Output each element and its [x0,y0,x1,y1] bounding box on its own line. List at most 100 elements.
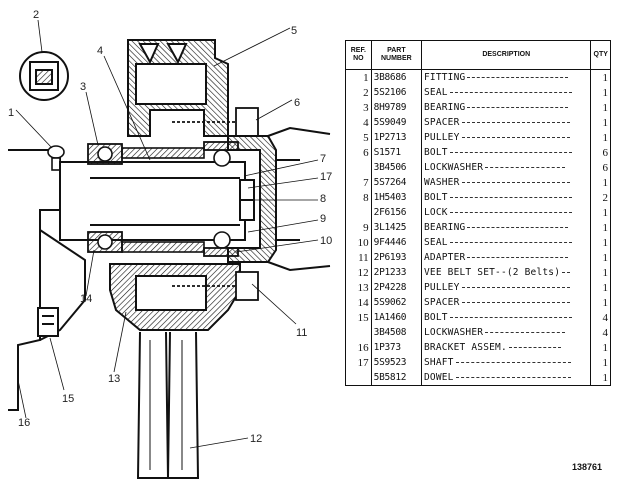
qty-cell-text: 1 [602,101,609,114]
ref-no-cell-text: 16 [357,341,369,354]
part-number-cell: S1571 [370,145,423,160]
qty-cell-text: 1 [602,341,609,354]
inset-detail [19,51,69,101]
description-cell: BOLT [420,310,592,325]
part-number-cell: 3B4508 [370,325,423,340]
qty-cell: 1 [590,85,611,100]
description-cell: ADAPTER [420,250,592,265]
ref-no-cell-text: 5 [363,131,369,144]
description-cell-text: BOLT [424,192,448,203]
part-number-cell: 5S9523 [370,355,423,370]
part-number-cell: 5B5812 [370,370,423,386]
description-cell: LOCKWASHER [420,160,592,175]
leader-dashes [562,272,571,273]
description-cell: SPACER [420,295,592,310]
qty-cell: 1 [590,370,611,386]
description-cell-text: SHAFT [424,357,454,368]
ref-no-cell: 6 [345,145,372,160]
part-number-cell-text: 5B5812 [373,372,407,383]
leader-dashes [449,152,572,153]
part-number-cell: 8H9789 [370,100,423,115]
bearing-left [87,143,123,253]
leader-dashes [461,137,570,138]
qty-cell-text: 2 [602,191,609,204]
qty-cell: 1 [590,115,611,130]
part-number-cell-text: 1H5403 [373,192,407,203]
description-cell-text: PULLEY [424,132,460,143]
ref-no-cell: 16 [345,340,372,355]
ref-no-cell [345,205,372,220]
callout-10: 10 [320,235,332,247]
qty-cell-text: 4 [602,311,609,324]
part-number-cell-text: 1P2713 [373,132,407,143]
ref-no-cell: 8 [345,190,372,205]
shaft [59,161,246,241]
ref-no-cell: 9 [345,220,372,235]
part-number-cell: 1P373 [370,340,423,355]
ref-no-cell-text: 8 [363,191,369,204]
ref-no-cell-text: 15 [357,311,369,324]
ref-no-cell: 7 [345,175,372,190]
part-number-cell-text: 3L1425 [373,222,407,233]
part-number-cell: 1P2713 [370,130,423,145]
qty-cell-text: 1 [602,371,609,384]
description-cell-text: PULLEY [424,282,460,293]
part-number-cell-text: 8H9789 [373,102,407,113]
ref-no-cell: 1 [345,69,372,85]
ref-no-cell: 3 [345,100,372,115]
part-number-cell-text: 5S9062 [373,297,407,308]
callout-11: 11 [296,327,307,339]
qty-cell-text: 1 [602,71,609,84]
description-cell-text: BRACKET ASSEM. [424,342,507,353]
qty-cell-text: 6 [602,161,609,174]
qty-cell: 1 [590,100,611,115]
ref-no-header: REF. NO [345,40,372,70]
qty-cell: 1 [590,205,611,220]
ref-no-cell-text: 3 [363,101,369,114]
qty-cell: 1 [590,265,611,280]
description-cell: DOWEL [420,370,592,386]
callout-6: 6 [294,97,300,109]
ref-no-cell: 13 [345,280,372,295]
description-cell-text: LOCKWASHER [424,162,484,173]
part-number-cell: 2P1233 [370,265,423,280]
description-cell: BOLT [420,145,592,160]
description-cell-text: SPACER [424,297,460,308]
ref-no-cell-text: 17 [357,356,369,369]
table-row: 3B4506 LOCKWASHER 6 [345,160,611,175]
description-cell-text: LOCK [424,207,448,218]
part-number-cell-text: 3B4506 [373,162,407,173]
table-header-row: REF. NO PART NUMBER DESCRIPTION QTY [345,40,611,70]
ref-no-cell-text: 9 [363,221,369,234]
leader-dashes [485,167,566,168]
qty-cell-text: 1 [602,206,609,219]
part-number-cell: 1A1460 [370,310,423,325]
ref-no-cell: 17 [345,355,372,370]
ref-no-cell: 15 [345,310,372,325]
bracket-assembly [8,149,86,411]
leader-dashes [461,182,570,183]
leader-dashes [461,122,570,123]
vee-belts [136,331,200,479]
description-cell: BOLT [420,190,592,205]
qty-cell: 1 [590,69,611,85]
leader-dashes [449,317,572,318]
callout-14: 14 [80,293,92,305]
leader-dashes [449,92,572,93]
callout-8: 8 [320,193,326,205]
callout-16: 16 [18,417,30,429]
qty-cell: 6 [590,145,611,160]
qty-cell: 1 [590,175,611,190]
part-number-cell: 5S2106 [370,85,423,100]
part-number-cell-text: 9F4446 [373,237,407,248]
ref-no-cell-text: 1 [363,71,369,84]
